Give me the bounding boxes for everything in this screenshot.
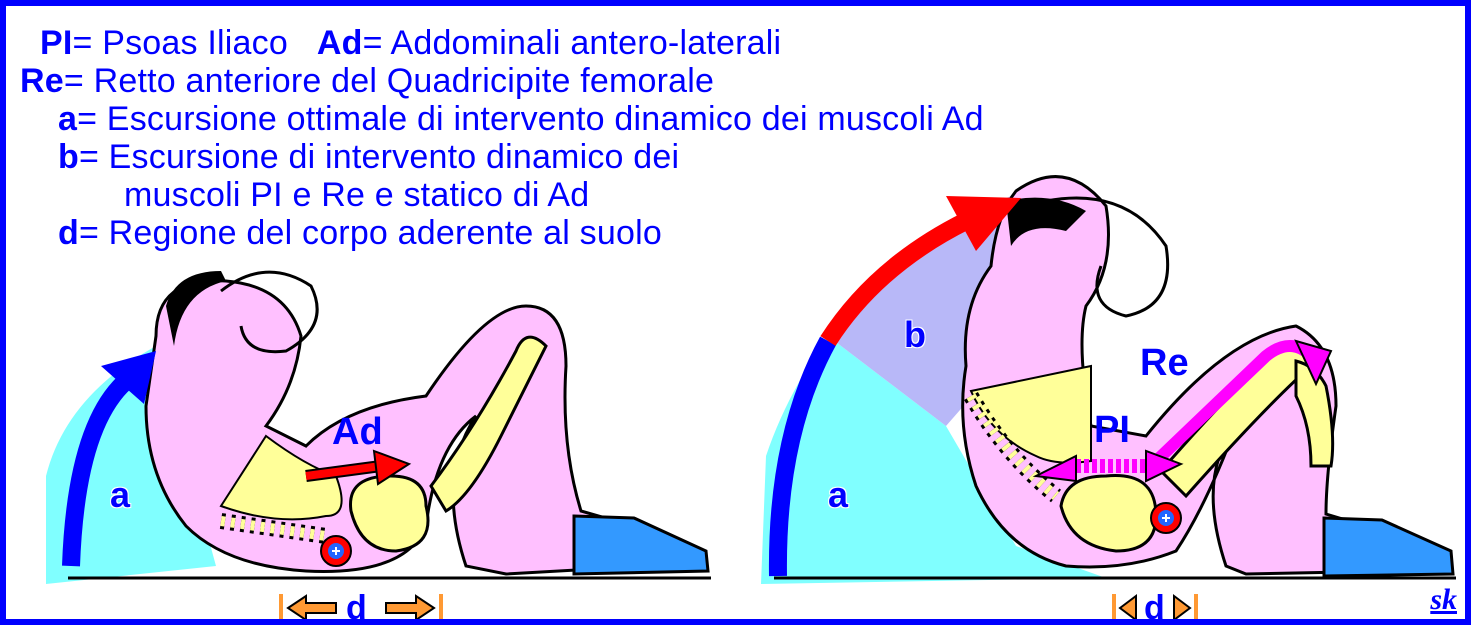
legend-line-a: a= Escursione ottimale di intervento din… [20,100,984,138]
right-label-a: a [828,474,848,516]
legend-text-pi: = Psoas Iliaco [73,24,288,62]
legend-key-d: d [58,214,79,252]
left-label-a: a [110,474,130,516]
right-label-pi: PI [1094,409,1130,452]
legend-text-re: = Retto anteriore del Quadricipite femor… [64,62,714,100]
diagram-canvas: PI= Psoas Iliaco Ad= Addominali antero-l… [6,6,1465,619]
left-label-d: d [346,589,367,619]
right-label-re: Re [1140,342,1189,385]
legend-line-d: d= Regione del corpo aderente al suolo [20,214,984,252]
legend-line-b-2: muscoli PI e Re e statico di Ad [20,176,984,214]
legend-text-b-1: = Escursione di intervento dinamico dei [79,138,679,176]
legend-key-re: Re [20,62,64,100]
legend-text-a: = Escursione ottimale di intervento dina… [77,100,984,138]
legend-text-b-2: muscoli PI e Re e statico di Ad [124,176,589,214]
left-label-ad: Ad [332,411,383,454]
right-label-b: b [904,314,926,356]
signature: sk [1430,583,1457,617]
legend: PI= Psoas Iliaco Ad= Addominali antero-l… [20,24,984,252]
legend-key-ad: Ad [317,24,363,62]
legend-key-a: a [58,100,77,138]
legend-text-d: = Regione del corpo aderente al suolo [79,214,662,252]
legend-line-re: Re= Retto anteriore del Quadricipite fem… [20,62,984,100]
left-shoe [574,516,708,574]
legend-key-pi: PI [40,24,73,62]
legend-key-b: b [58,138,79,176]
legend-line-b: b= Escursione di intervento dinamico dei [20,138,984,176]
right-label-d: d [1144,589,1165,619]
legend-line-pi-ad: PI= Psoas Iliaco Ad= Addominali antero-l… [20,24,984,62]
right-shoe [1324,518,1453,576]
legend-text-ad: = Addominali antero-laterali [363,24,782,62]
